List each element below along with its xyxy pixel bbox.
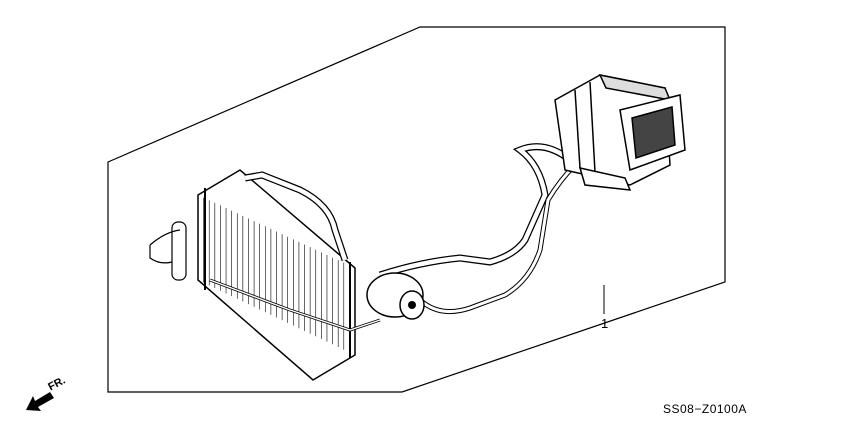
- condenser: [197, 169, 356, 381]
- refrigerant-hoses: [209, 143, 577, 332]
- part-callout-1: 1: [601, 316, 609, 331]
- diagram-code: SS08−Z0100A: [663, 402, 747, 416]
- receiver-dryer: [149, 221, 187, 281]
- kit-boundary: [107, 26, 726, 393]
- front-direction-arrow-icon: [26, 392, 54, 411]
- evaporator-unit: [554, 73, 686, 191]
- compressor: [366, 272, 425, 320]
